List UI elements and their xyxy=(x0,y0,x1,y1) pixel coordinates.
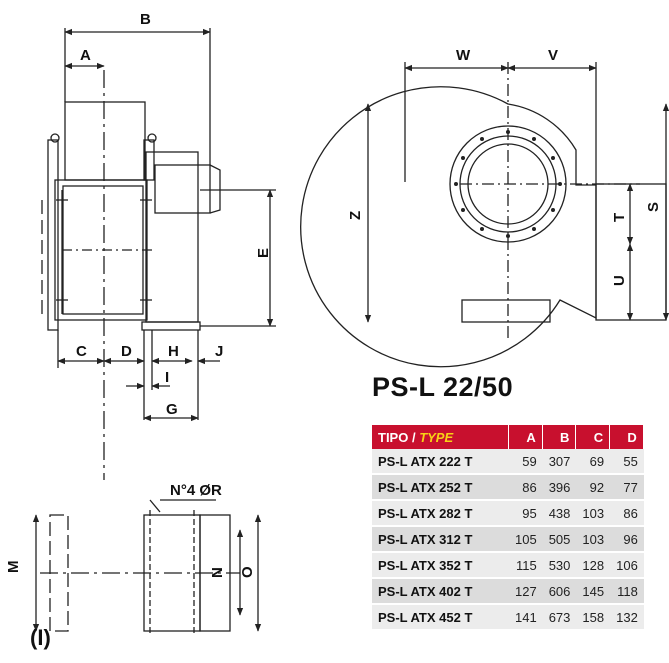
table-row: PS-L ATX 352 T 115 530 128 106 xyxy=(372,553,644,579)
cell-c: 69 xyxy=(576,449,611,475)
header-col-b: B xyxy=(542,425,577,449)
cell-b: 606 xyxy=(542,579,577,605)
dim-label-t: T xyxy=(611,213,628,222)
row-model: PS-L ATX 222 T xyxy=(372,449,509,475)
dim-label-b: B xyxy=(140,11,151,28)
flange-detail xyxy=(32,499,262,636)
dim-label-i: I xyxy=(165,369,169,386)
cell-b: 396 xyxy=(542,475,577,501)
row-model: PS-L ATX 452 T xyxy=(372,605,509,631)
dim-label-v: V xyxy=(548,47,558,64)
header-type-text: TYPE xyxy=(419,429,454,445)
dim-label-n: N xyxy=(209,567,226,578)
cell-d: 96 xyxy=(610,527,644,553)
front-view xyxy=(300,62,669,368)
cell-d: 55 xyxy=(610,449,644,475)
cell-a: 127 xyxy=(509,579,543,605)
dim-label-h: H xyxy=(168,343,179,360)
row-model: PS-L ATX 312 T xyxy=(372,527,509,553)
cell-d: 106 xyxy=(610,553,644,579)
cell-c: 103 xyxy=(576,527,611,553)
dim-label-z: Z xyxy=(347,211,364,220)
table-row: PS-L ATX 452 T 141 673 158 132 xyxy=(372,605,644,631)
cell-c: 103 xyxy=(576,501,611,527)
table-row: PS-L ATX 312 T 105 505 103 96 xyxy=(372,527,644,553)
dim-label-u: U xyxy=(611,275,628,286)
table-row: PS-L ATX 252 T 86 396 92 77 xyxy=(372,475,644,501)
cell-a: 59 xyxy=(509,449,543,475)
header-col-d: D xyxy=(610,425,644,449)
figure-note: (I) xyxy=(30,625,51,650)
table-row: PS-L ATX 282 T 95 438 103 86 xyxy=(372,501,644,527)
spec-table: TIPO / TYPE A B C D PS-L ATX 222 T 59 30… xyxy=(372,425,644,631)
row-model: PS-L ATX 252 T xyxy=(372,475,509,501)
dim-label-s: S xyxy=(645,202,662,212)
dim-label-d: D xyxy=(121,343,132,360)
cell-b: 505 xyxy=(542,527,577,553)
row-model: PS-L ATX 282 T xyxy=(372,501,509,527)
cell-b: 438 xyxy=(542,501,577,527)
cell-c: 145 xyxy=(576,579,611,605)
model-title: PS-L 22/50 xyxy=(372,372,514,402)
cell-a: 105 xyxy=(509,527,543,553)
table-row: PS-L ATX 402 T 127 606 145 118 xyxy=(372,579,644,605)
cell-c: 92 xyxy=(576,475,611,501)
cell-c: 128 xyxy=(576,553,611,579)
table-header-row: TIPO / TYPE A B C D xyxy=(372,425,644,449)
cell-a: 115 xyxy=(509,553,543,579)
cell-d: 86 xyxy=(610,501,644,527)
header-col-c: C xyxy=(576,425,611,449)
row-model: PS-L ATX 402 T xyxy=(372,579,509,605)
dim-label-m: M xyxy=(5,561,22,574)
cell-a: 141 xyxy=(509,605,543,631)
row-model: PS-L ATX 352 T xyxy=(372,553,509,579)
cell-a: 86 xyxy=(509,475,543,501)
table-row: PS-L ATX 222 T 59 307 69 55 xyxy=(372,449,644,475)
dim-label-c: C xyxy=(76,343,87,360)
flange-bolts xyxy=(454,130,562,238)
cell-d: 132 xyxy=(610,605,644,631)
cell-b: 307 xyxy=(542,449,577,475)
header-tipo-text: TIPO / xyxy=(378,429,416,445)
cell-b: 673 xyxy=(542,605,577,631)
cell-d: 77 xyxy=(610,475,644,501)
dim-label-a: A xyxy=(80,47,91,64)
header-type: TIPO / TYPE xyxy=(372,425,509,449)
cell-a: 95 xyxy=(509,501,543,527)
cell-c: 158 xyxy=(576,605,611,631)
dim-label-o: O xyxy=(239,566,256,578)
dim-label-e: E xyxy=(255,248,272,258)
header-col-a: A xyxy=(509,425,543,449)
cell-d: 118 xyxy=(610,579,644,605)
dim-label-g: G xyxy=(166,401,178,418)
cell-b: 530 xyxy=(542,553,577,579)
dim-label-w: W xyxy=(456,47,471,64)
dim-label-r: N°4 ØR xyxy=(170,482,222,499)
side-view xyxy=(41,70,221,480)
dim-label-j: J xyxy=(215,343,223,360)
side-dimensions xyxy=(57,28,276,422)
